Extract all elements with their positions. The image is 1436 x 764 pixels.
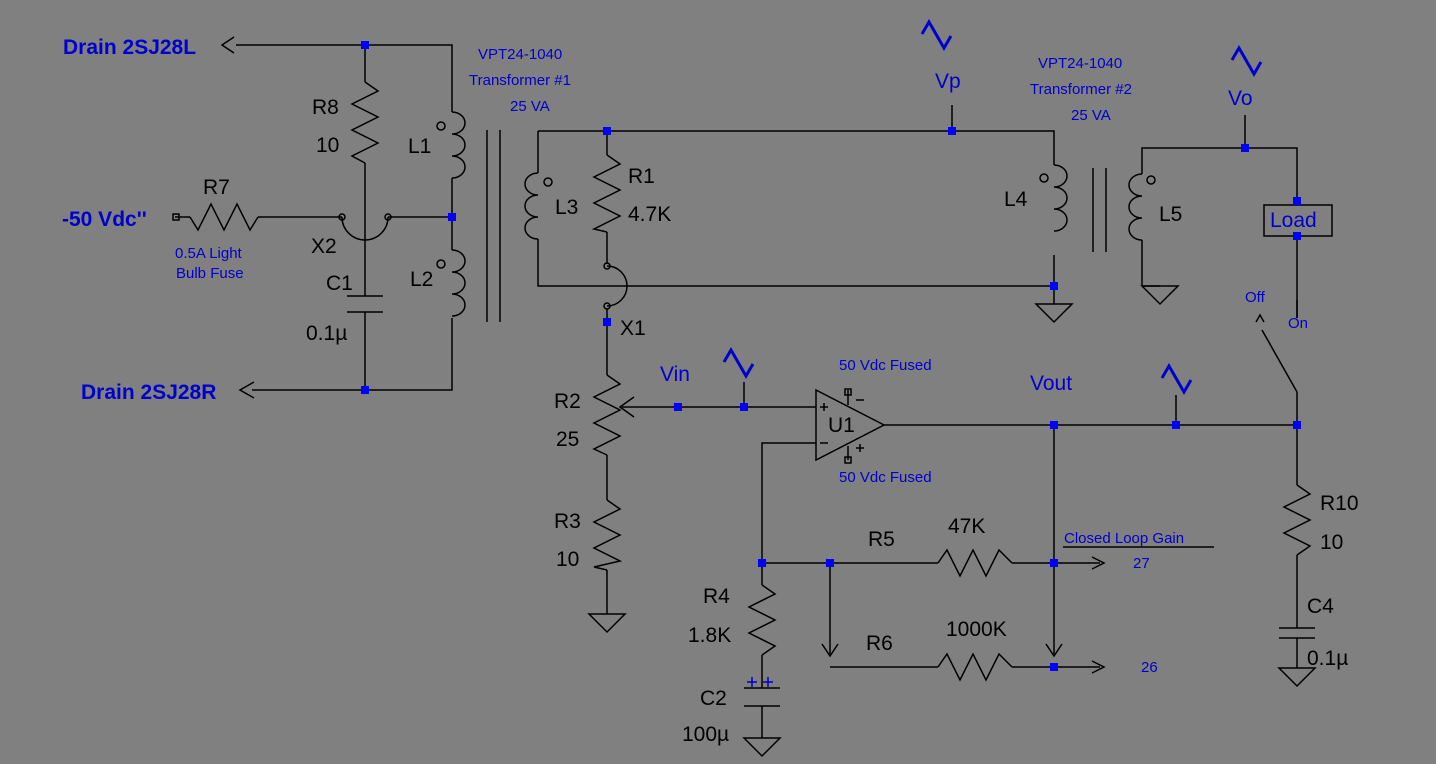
c4-value: 0.1µ [1307, 647, 1348, 670]
net-vout-label: Vout [1030, 372, 1072, 395]
l5-ref: L5 [1159, 203, 1182, 226]
r10-ref: R10 [1320, 492, 1359, 515]
r6-value: 1000K [946, 618, 1007, 641]
r8-ref: R8 [312, 96, 339, 119]
c1-value: 0.1µ [306, 322, 347, 345]
inductor-l3[interactable] [524, 172, 553, 240]
r5-ref: R5 [868, 528, 895, 551]
ground-symbols [588, 285, 1316, 757]
r7-note-2: Bulb Fuse [176, 265, 244, 282]
r3-ref: R3 [554, 510, 581, 533]
inductor-l4[interactable] [1039, 164, 1068, 232]
resistor-r3[interactable] [592, 499, 623, 571]
transformer-2-core [1092, 168, 1107, 252]
transformer-2-rating: 25 VA [1071, 107, 1111, 124]
gain-r5-value: 27 [1133, 555, 1150, 572]
c2-ref: C2 [700, 687, 727, 710]
potentiometer-r2[interactable] [592, 374, 635, 456]
switch-off-label: Off [1245, 289, 1266, 306]
net-vp-label: Vp [935, 70, 961, 93]
inductor-l2[interactable] [436, 249, 466, 317]
net-drain-r-label: Drain 2SJ28R [81, 381, 216, 404]
r3-value: 10 [556, 548, 579, 571]
c4-ref: C4 [1307, 595, 1334, 618]
r2-value: 25 [556, 428, 579, 451]
resistor-r4[interactable] [747, 584, 777, 656]
transformer-1-model: VPT24-1040 [478, 46, 562, 63]
r1-value: 4.7K [628, 203, 671, 226]
net-arrows [172, 36, 1106, 674]
c2-value: 100µ [682, 723, 729, 746]
capacitor-c2[interactable] [744, 677, 780, 707]
l1-ref: L1 [408, 135, 431, 158]
resistor-r10[interactable] [1282, 484, 1312, 556]
r2-ref: R2 [554, 390, 581, 413]
r4-ref: R4 [703, 585, 730, 608]
net-drain-l-label: Drain 2SJ28L [63, 36, 196, 59]
transformer-1-rating: 25 VA [510, 98, 550, 115]
transformer-1-core [486, 130, 501, 322]
switch-sw[interactable] [1255, 313, 1265, 323]
r7-note-1: 0.5A Light [175, 245, 243, 262]
opamp-u1[interactable] [815, 388, 886, 464]
l3-ref: L3 [555, 196, 578, 219]
net-vo-label: Vo [1228, 87, 1253, 110]
resistor-r8[interactable] [350, 81, 380, 164]
ac-markers [722, 19, 1263, 395]
capacitor-c4[interactable] [1279, 627, 1315, 639]
inductor-l1[interactable] [436, 111, 466, 179]
r10-value: 10 [1320, 531, 1343, 554]
x2-ref: X2 [311, 235, 337, 258]
capacitor-c1[interactable] [347, 295, 383, 313]
u1-pos-supply: 50 Vdc Fused [839, 357, 932, 374]
resistor-r7[interactable] [189, 202, 259, 232]
c1-ref: C1 [326, 272, 353, 295]
r5-value: 47K [948, 515, 985, 538]
gain-r6-value: 26 [1141, 659, 1158, 676]
l4-ref: L4 [1004, 188, 1028, 211]
load-label: Load [1270, 209, 1317, 232]
junction-dots [361, 41, 1301, 671]
switch-on-label: On [1288, 315, 1308, 332]
resistor-r1[interactable] [591, 154, 622, 233]
x1-ref: X1 [620, 317, 646, 340]
resistor-r5[interactable] [937, 548, 1013, 578]
net-vin-label: Vin [660, 363, 690, 386]
net-supply-label: -50 Vdc'' [62, 208, 147, 231]
transformer-1-name: Transformer #1 [469, 72, 571, 89]
resistor-r6[interactable] [937, 652, 1013, 682]
transformer-2-name: Transformer #2 [1030, 81, 1132, 98]
u1-neg-supply: 50 Vdc Fused [839, 469, 932, 486]
inductor-l5[interactable] [1128, 173, 1156, 241]
transformer-2-model: VPT24-1040 [1038, 55, 1122, 72]
r8-value: 10 [316, 134, 339, 157]
r6-ref: R6 [866, 632, 893, 655]
l2-ref: L2 [410, 268, 433, 291]
wires [175, 44, 1298, 738]
u1-ref: U1 [828, 414, 855, 437]
gain-title: Closed Loop Gain [1064, 530, 1184, 547]
r1-ref: R1 [628, 165, 655, 188]
r4-value: 1.8K [688, 624, 731, 647]
r7-ref: R7 [203, 176, 230, 199]
